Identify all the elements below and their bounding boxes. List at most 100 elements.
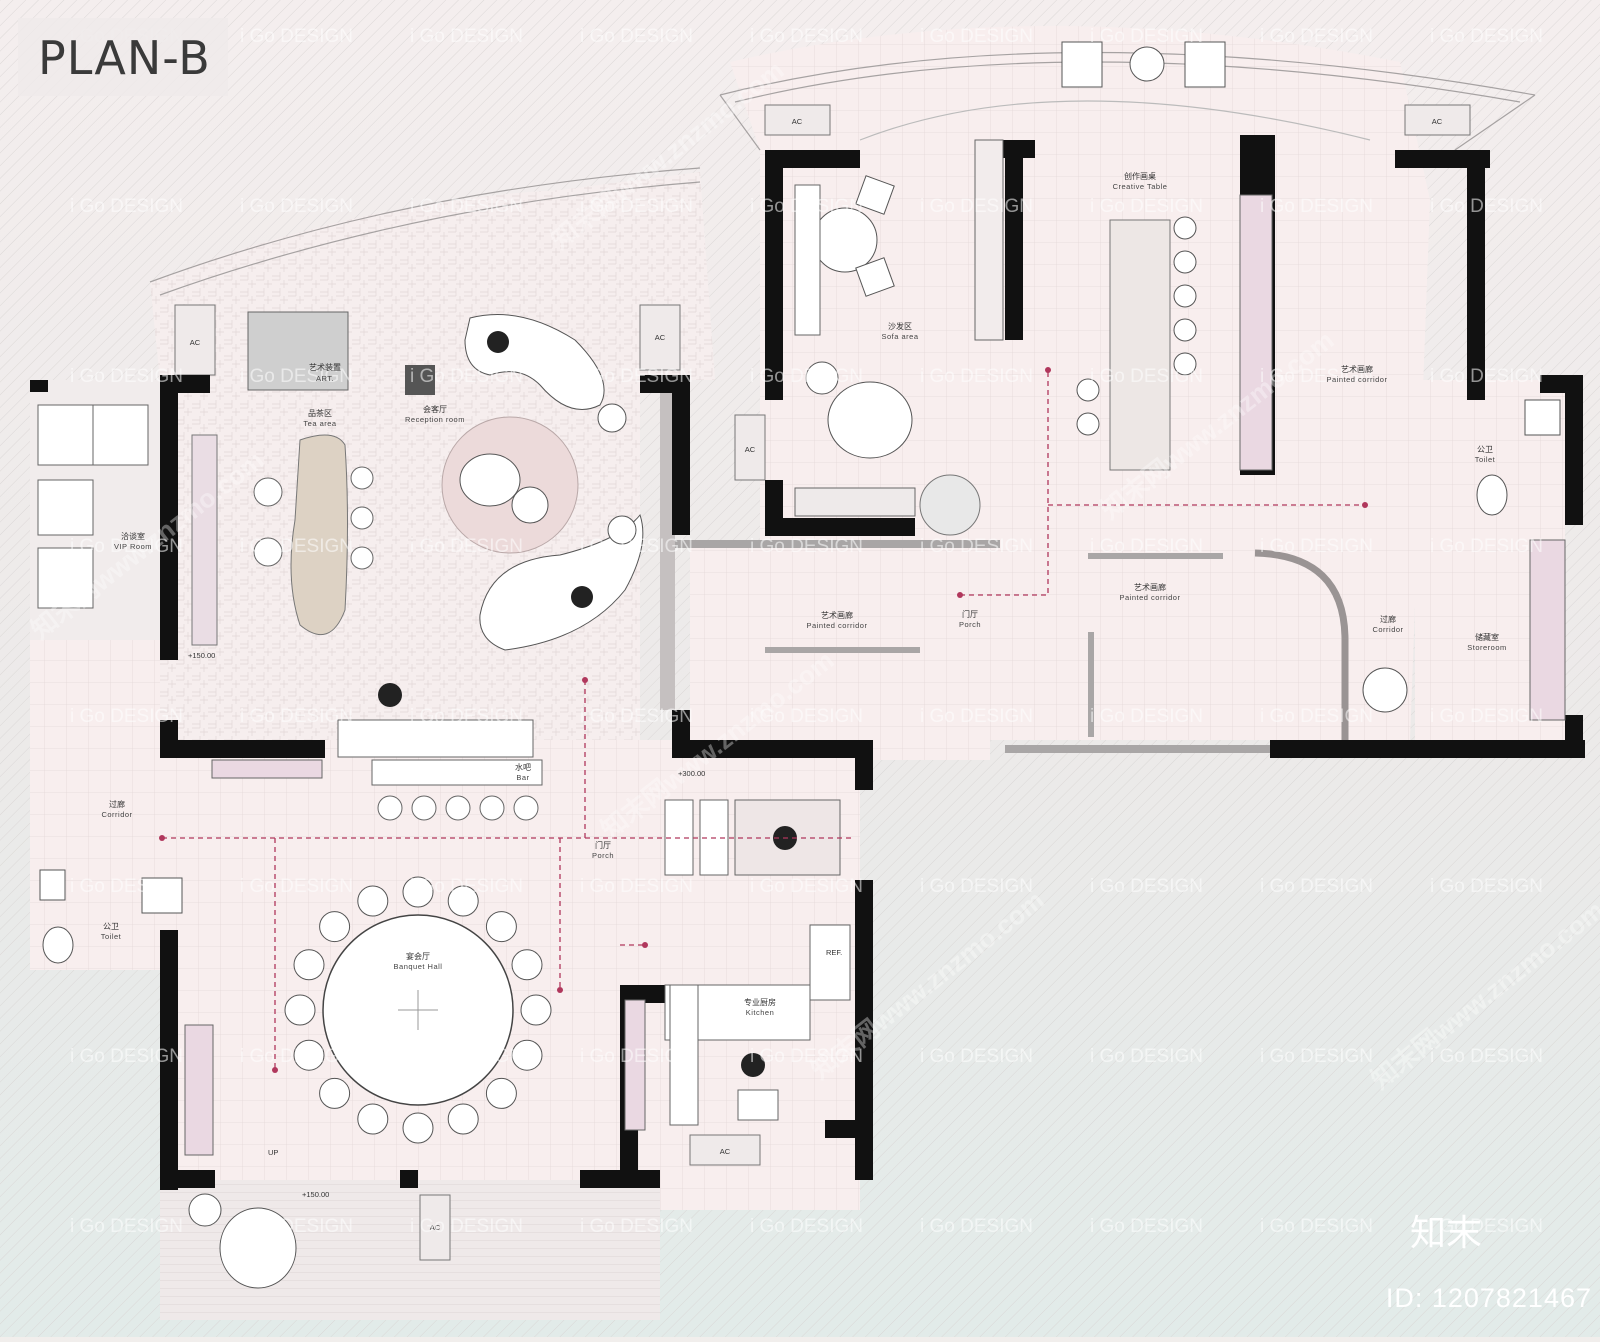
svg-text:Reception room: Reception room — [405, 415, 465, 424]
banquet-chair — [447, 885, 479, 917]
svg-text:AC: AC — [430, 1223, 441, 1232]
svg-text:UP: UP — [268, 1148, 278, 1157]
banquet-table — [322, 914, 514, 1106]
watermark-text: i Go DESIGN — [920, 26, 1033, 47]
svg-text:艺术画廊: 艺术画廊 — [1134, 582, 1166, 592]
svg-text:Porch: Porch — [592, 851, 614, 860]
svg-text:沙发区: 沙发区 — [888, 321, 912, 331]
svg-text:Sofa area: Sofa area — [881, 332, 918, 341]
svg-text:艺术画廊: 艺术画廊 — [821, 610, 853, 620]
watermark-text: i Go DESIGN — [1430, 876, 1543, 897]
watermark-text: i Go DESIGN — [70, 1216, 183, 1237]
svg-text:ART.: ART. — [316, 374, 334, 383]
svg-text:Toilet: Toilet — [101, 932, 122, 941]
circulation-lines — [162, 370, 1365, 1070]
watermark-text: i Go DESIGN — [750, 366, 863, 387]
svg-text:公卫: 公卫 — [1477, 445, 1493, 454]
watermark-text: i Go DESIGN — [750, 196, 863, 217]
svg-text:艺术装置: 艺术装置 — [309, 362, 341, 372]
svg-text:Porch: Porch — [959, 620, 981, 629]
svg-text:门厅: 门厅 — [962, 609, 978, 619]
watermark-text: i Go DESIGN — [70, 876, 183, 897]
svg-text:Painted corridor: Painted corridor — [1120, 593, 1181, 602]
watermark-text: i Go DESIGN — [1260, 1216, 1373, 1237]
watermark-text: i Go DESIGN — [410, 1046, 523, 1067]
banquet-chair — [447, 1103, 479, 1135]
terrace-lounge — [188, 1193, 297, 1289]
banquet-chair — [511, 1039, 543, 1071]
svg-text:创作画桌: 创作画桌 — [1124, 171, 1156, 181]
watermark-text: i Go DESIGN — [1090, 1046, 1203, 1067]
svg-text:水吧: 水吧 — [515, 762, 531, 772]
watermark-text: i Go DESIGN — [70, 706, 183, 727]
watermark-text: i Go DESIGN — [1260, 706, 1373, 727]
watermark-text: i Go DESIGN — [410, 876, 523, 897]
watermark-text: i Go DESIGN — [1090, 876, 1203, 897]
room-labels: 洽谈室 VIP Room 品茶区 Tea area 艺术装置 ART. 会客厅 … — [101, 171, 1507, 1017]
watermark-text: i Go DESIGN — [1430, 26, 1543, 47]
watermark-text: i Go DESIGN — [1260, 26, 1373, 47]
banquet-chair — [511, 949, 543, 981]
svg-text:AC: AC — [720, 1147, 731, 1156]
svg-text:Creative Table: Creative Table — [1113, 182, 1168, 191]
watermark-text: i Go DESIGN — [580, 536, 693, 557]
svg-text:REF.: REF. — [826, 948, 842, 957]
watermark-text: i Go DESIGN — [1430, 1046, 1543, 1067]
watermark-text: i Go DESIGN — [1260, 1046, 1373, 1067]
banquet-chair — [402, 876, 434, 908]
watermark-text: i Go DESIGN — [240, 876, 353, 897]
watermark-text: i Go DESIGN — [240, 366, 353, 387]
watermark-text: i Go DESIGN — [920, 1216, 1033, 1237]
svg-text:过廊: 过廊 — [1380, 614, 1396, 624]
tea-table — [253, 434, 374, 635]
watermark-text: i Go DESIGN — [240, 26, 353, 47]
watermark-text: i Go DESIGN — [920, 536, 1033, 557]
watermark-text: i Go DESIGN — [70, 366, 183, 387]
watermark-text: i Go DESIGN — [70, 536, 183, 557]
right-wc — [1362, 399, 1561, 713]
svg-text:门厅: 门厅 — [595, 840, 611, 850]
watermark-text: i Go DESIGN — [580, 26, 693, 47]
watermark-text: i Go DESIGN — [1430, 196, 1543, 217]
watermark-text: i Go DESIGN — [580, 196, 693, 217]
svg-text:AC: AC — [745, 445, 756, 454]
svg-text:VIP Room: VIP Room — [114, 542, 152, 551]
watermark-text: i Go DESIGN — [580, 1046, 693, 1067]
watermark-text: i Go DESIGN — [750, 876, 863, 897]
ac-units — [174, 104, 1471, 1261]
watermark-text: i Go DESIGN — [920, 366, 1033, 387]
svg-text:+150.00: +150.00 — [302, 1190, 329, 1199]
watermark-text: i Go DESIGN — [1090, 536, 1203, 557]
svg-text:AC: AC — [792, 117, 803, 126]
svg-text:公卫: 公卫 — [103, 922, 119, 931]
svg-text:Corridor: Corridor — [101, 810, 132, 819]
watermark-text: i Go DESIGN — [750, 1216, 863, 1237]
watermark-text: i Go DESIGN — [1090, 706, 1203, 727]
watermark-text: i Go DESIGN — [240, 1046, 353, 1067]
svg-text:+300.00: +300.00 — [678, 769, 705, 778]
banquet-chair — [284, 994, 316, 1026]
banquet-chair — [357, 1103, 389, 1135]
svg-text:Banquet Hall: Banquet Hall — [394, 962, 443, 971]
banquet-chairs — [284, 876, 552, 1144]
sofa-area — [794, 175, 981, 536]
banquet-chair — [319, 911, 351, 943]
art-pedestal — [405, 365, 435, 395]
banquet-chair — [293, 949, 325, 981]
svg-text:AC: AC — [1432, 117, 1443, 126]
watermark-text: i Go DESIGN — [410, 26, 523, 47]
watermark-text: i Go DESIGN — [240, 706, 353, 727]
banquet-chair — [520, 994, 552, 1026]
watermark-text: i Go DESIGN — [1260, 876, 1373, 897]
svg-text:会客厅: 会客厅 — [423, 404, 447, 414]
svg-text:Painted corridor: Painted corridor — [1327, 375, 1388, 384]
svg-text:过廊: 过廊 — [109, 799, 125, 809]
svg-text:AC: AC — [655, 333, 666, 342]
svg-text:Toilet: Toilet — [1475, 455, 1496, 464]
watermark-text: i Go DESIGN — [240, 536, 353, 557]
watermark-text: i Go DESIGN — [410, 1216, 523, 1237]
terrace-chairs — [1061, 41, 1226, 88]
circulation-points — [159, 367, 1368, 1073]
svg-text:Storeroom: Storeroom — [1467, 643, 1507, 652]
watermark-text: i Go DESIGN — [1260, 366, 1373, 387]
